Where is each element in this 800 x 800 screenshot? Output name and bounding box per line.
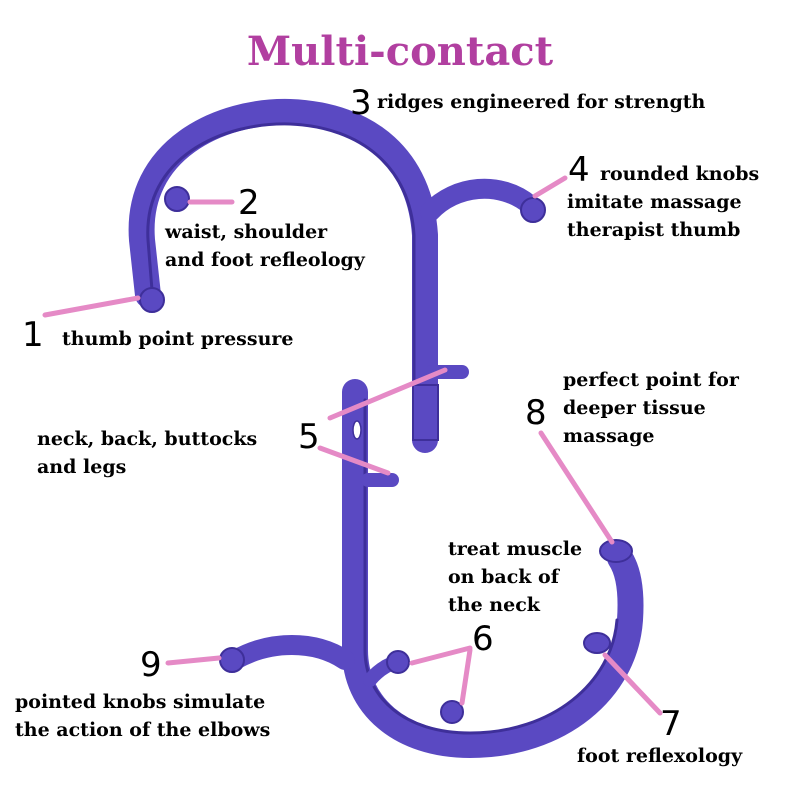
callout-2-number: 2 <box>238 183 260 223</box>
callout-7-line-1: foot reflexology <box>577 745 743 767</box>
callout-2-label: waist, shoulder and foot refleology <box>165 218 365 274</box>
leader-5a <box>327 367 448 421</box>
leader-6b <box>459 647 473 706</box>
lower-hook-left-branch <box>225 635 355 670</box>
callout-6-label: treat muscle on back of the neck <box>448 535 582 619</box>
upper-hook <box>128 98 540 453</box>
callout-9-number: 9 <box>140 645 162 685</box>
knob-6b <box>440 700 464 724</box>
callout-8-label: perfect point for deeper tissue massage <box>563 366 739 450</box>
lower-hook-stem <box>342 379 644 758</box>
callout-4-number: 4 <box>568 150 590 190</box>
callout-9-line-1: pointed knobs simulate <box>15 691 266 713</box>
callout-4-line-2: imitate massage <box>567 191 742 213</box>
leader-6a <box>409 645 473 666</box>
callout-2-line-2: and foot refleology <box>165 249 365 271</box>
lower-hook-slot <box>352 420 362 440</box>
leader-8 <box>538 430 615 545</box>
upper-hook-ridge <box>146 122 416 432</box>
callout-1-label: thumb point pressure <box>62 325 293 353</box>
callout-4-line-3: therapist thumb <box>567 219 741 241</box>
callout-3-number: 3 <box>350 83 372 123</box>
knob-6a <box>386 650 410 674</box>
upper-hook-arc <box>128 98 438 453</box>
callout-3-label: ridges engineered for strength <box>377 88 705 116</box>
leader-7 <box>602 652 663 716</box>
callout-1-number: 1 <box>22 315 44 355</box>
callout-8-line-3: massage <box>563 425 655 447</box>
callout-9-line-2: the action of the elbows <box>15 719 271 741</box>
callout-4-line-1: rounded knobs <box>600 163 760 185</box>
upper-hook-branch <box>420 178 540 222</box>
callout-4-label: rounded knobs imitate massage therapist … <box>567 160 759 244</box>
knob-2 <box>164 186 190 212</box>
callout-9-label: pointed knobs simulate the action of the… <box>15 688 270 744</box>
knob-4 <box>520 197 546 223</box>
callout-5-line-2: and legs <box>37 456 127 478</box>
knob-9 <box>219 647 245 673</box>
callout-7-number: 7 <box>660 704 682 744</box>
callout-3-line-1: ridges engineered for strength <box>377 91 706 113</box>
upper-hook-tab <box>412 384 439 441</box>
callout-5-label: neck, back, buttocks and legs <box>37 425 257 481</box>
lower-hook <box>225 379 644 758</box>
knob-8 <box>599 539 633 563</box>
callout-8-line-1: perfect point for <box>563 369 739 391</box>
callout-5-line-1: neck, back, buttocks <box>37 428 258 450</box>
leader-lines <box>42 175 663 716</box>
leader-5b <box>317 445 391 476</box>
leader-1 <box>42 295 141 318</box>
knob-7 <box>583 632 611 654</box>
callout-6-line-2: on back of <box>448 566 559 588</box>
callout-8-line-2: deeper tissue <box>563 397 706 419</box>
callout-8-number: 8 <box>525 393 547 433</box>
callout-2-line-1: waist, shoulder <box>165 221 328 243</box>
callout-6-number: 6 <box>472 619 494 659</box>
knob-1 <box>139 287 165 313</box>
leader-9 <box>165 655 222 666</box>
callout-6-line-1: treat muscle <box>448 538 583 560</box>
leader-4 <box>532 175 568 199</box>
page-title: Multi-contact <box>246 28 554 75</box>
callout-5-number: 5 <box>298 417 320 457</box>
knobs <box>139 186 633 724</box>
callout-7-label: foot reflexology <box>577 742 742 770</box>
callout-6-line-3: the neck <box>448 594 540 616</box>
callout-1-line-1: thumb point pressure <box>62 328 294 350</box>
